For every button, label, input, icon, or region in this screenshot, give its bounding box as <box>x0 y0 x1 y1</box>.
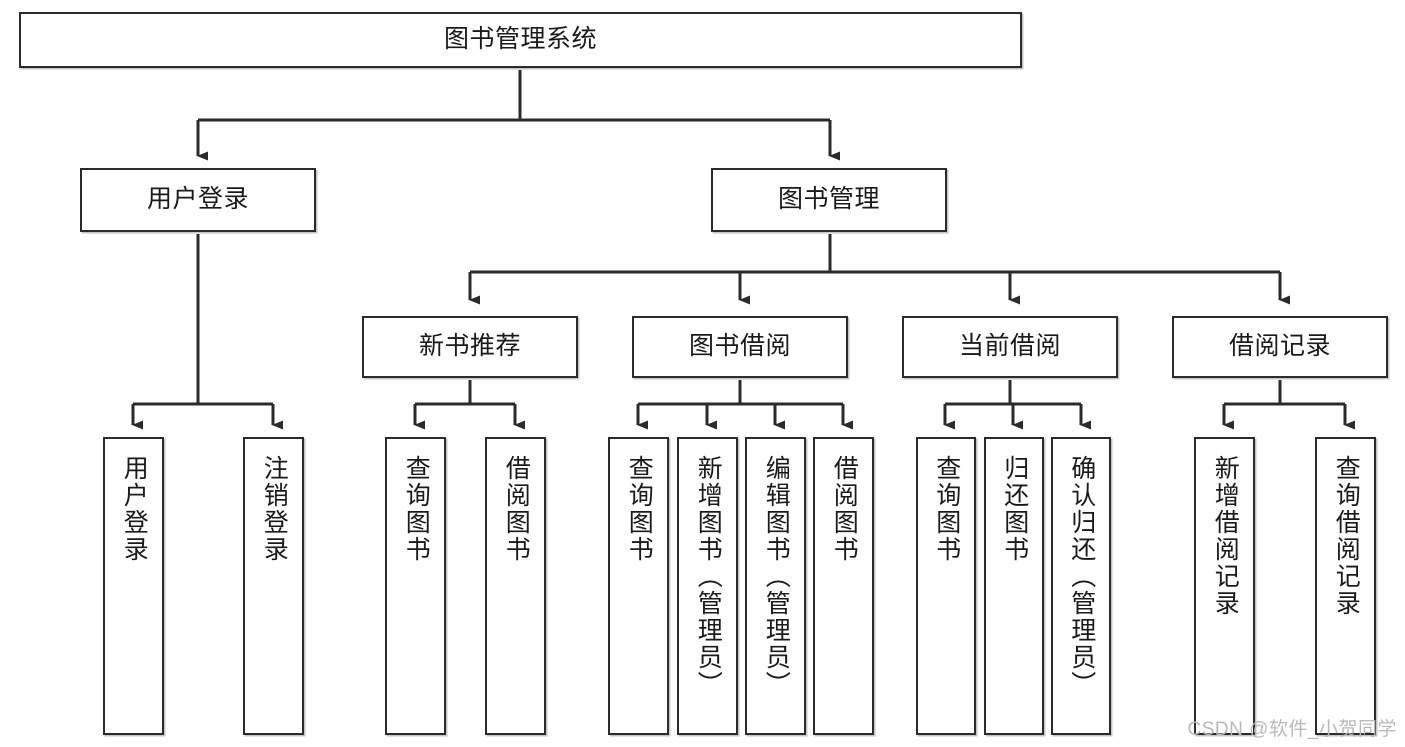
leaf-borrow-record-add[interactable]: 新增借阅记录 <box>1194 437 1255 735</box>
node-user-login[interactable]: 用户登录 <box>80 168 316 232</box>
node-borrow-record-label: 借阅记录 <box>1228 332 1331 361</box>
leaf-current-borrow-return[interactable]: 归还图书 <box>984 437 1044 735</box>
leaf-book-borrow-edit[interactable]: 编辑图书（管理员） <box>745 437 806 735</box>
connector-group-book-manage <box>468 234 1290 305</box>
node-book-borrow-label: 图书借阅 <box>688 332 791 361</box>
leaf-book-borrow-add-label: 新增图书（管理员） <box>694 455 723 698</box>
leaf-user-login-login[interactable]: 用户登录 <box>103 437 164 735</box>
node-user-login-label: 用户登录 <box>146 185 249 214</box>
connector-group-user-login <box>131 234 283 430</box>
leaf-book-borrow-add[interactable]: 新增图书（管理员） <box>677 437 738 735</box>
node-root-system-label: 图书管理系统 <box>443 25 597 54</box>
leaf-new-book-borrow-label: 借阅图书 <box>502 455 531 563</box>
leaf-new-book-borrow[interactable]: 借阅图书 <box>485 437 546 735</box>
connector-group-root <box>196 70 840 161</box>
leaf-current-borrow-confirm-label: 确认归还（管理员） <box>1067 455 1096 698</box>
node-new-book-recommend-label: 新书推荐 <box>418 332 521 361</box>
leaf-borrow-record-query-label: 查询借阅记录 <box>1332 455 1361 617</box>
leaf-current-borrow-return-label: 归还图书 <box>1000 455 1029 563</box>
leaf-new-book-query[interactable]: 查询图书 <box>385 437 446 735</box>
leaf-user-login-logout-label: 注销登录 <box>260 455 289 563</box>
leaf-user-login-logout[interactable]: 注销登录 <box>243 437 304 735</box>
node-book-management[interactable]: 图书管理 <box>711 168 947 232</box>
connector-group-book-borrow <box>636 380 853 430</box>
node-book-management-label: 图书管理 <box>777 185 880 214</box>
node-new-book-recommend[interactable]: 新书推荐 <box>362 316 578 378</box>
csdn-watermark: CSDN @软件_小贺同学 <box>1187 719 1397 740</box>
node-root-system[interactable]: 图书管理系统 <box>19 12 1022 68</box>
leaf-current-borrow-query[interactable]: 查询图书 <box>916 437 976 735</box>
node-current-borrow[interactable]: 当前借阅 <box>902 316 1118 378</box>
leaf-book-borrow-edit-label: 编辑图书（管理员） <box>762 455 791 698</box>
leaf-new-book-query-label: 查询图书 <box>402 455 431 563</box>
leaf-borrow-record-query[interactable]: 查询借阅记录 <box>1315 437 1376 735</box>
connector-group-borrow-record <box>1222 380 1355 430</box>
leaf-book-borrow-query[interactable]: 查询图书 <box>608 437 669 735</box>
node-borrow-record[interactable]: 借阅记录 <box>1172 316 1388 378</box>
leaf-borrow-record-add-label: 新增借阅记录 <box>1211 455 1240 617</box>
connector-group-new-book <box>413 380 525 430</box>
node-current-borrow-label: 当前借阅 <box>958 332 1061 361</box>
node-book-borrow[interactable]: 图书借阅 <box>632 316 848 378</box>
leaf-user-login-login-label: 用户登录 <box>120 455 149 563</box>
leaf-book-borrow-borrow[interactable]: 借阅图书 <box>813 437 874 735</box>
leaf-book-borrow-borrow-label: 借阅图书 <box>830 455 859 563</box>
leaf-current-borrow-confirm[interactable]: 确认归还（管理员） <box>1051 437 1111 735</box>
leaf-book-borrow-query-label: 查询图书 <box>625 455 654 563</box>
connector-group-current-borrow <box>943 380 1091 430</box>
leaf-current-borrow-query-label: 查询图书 <box>932 455 961 563</box>
